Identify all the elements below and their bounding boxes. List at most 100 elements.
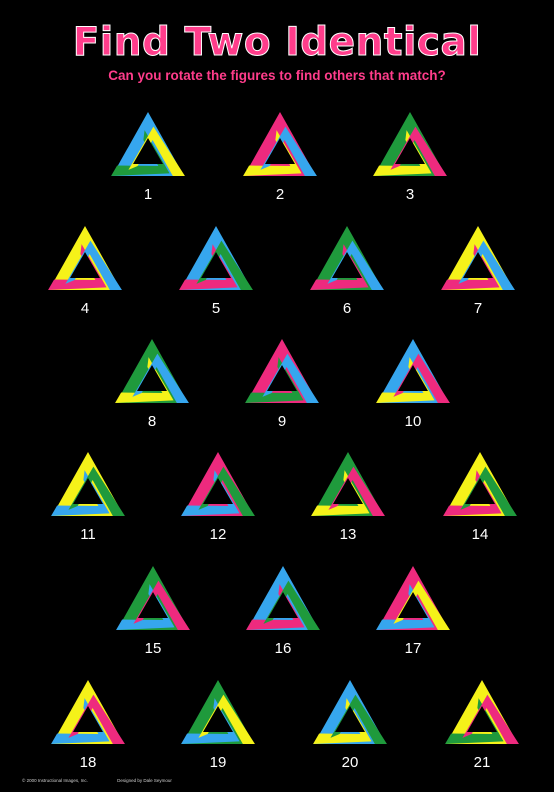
impossible-triangle-icon — [246, 566, 320, 630]
triangle-face — [181, 470, 240, 516]
page-title: Find Two Identical — [72, 20, 482, 66]
triangle-face — [393, 353, 450, 403]
triangle-face — [330, 694, 387, 744]
triangle-face — [441, 244, 500, 290]
triangle-face — [133, 580, 190, 630]
figure-17: 17 — [373, 562, 453, 666]
triangle-face — [310, 244, 369, 290]
figure-number: 15 — [144, 640, 162, 657]
triangle-face — [245, 357, 304, 403]
figure-13: 13 — [308, 448, 388, 552]
triangle-face — [115, 357, 174, 403]
figure-1: 1 — [108, 108, 188, 212]
page-subtitle: Can you rotate the figures to find other… — [108, 68, 446, 83]
impossible-triangle-icon — [243, 112, 317, 176]
impossible-triangle-icon — [245, 339, 319, 403]
impossible-triangle-icon — [181, 452, 255, 516]
figure-number: 2 — [275, 186, 285, 203]
triangle-face — [376, 357, 435, 403]
figure-9: 9 — [242, 335, 322, 439]
figure-number: 3 — [405, 186, 415, 203]
triangle-face — [246, 584, 305, 630]
figure-number: 8 — [147, 413, 157, 430]
triangle-face — [68, 694, 125, 744]
triangle-face — [263, 580, 320, 630]
triangle-hole — [267, 365, 297, 391]
figure-number: 4 — [80, 300, 90, 317]
figure-12: 12 — [178, 448, 258, 552]
figure-number: 16 — [274, 640, 292, 657]
impossible-triangle-icon — [373, 112, 447, 176]
figure-5: 5 — [176, 222, 256, 326]
impossible-triangle-icon — [445, 680, 519, 744]
copyright-text: © 2000 Instructional Images, Inc. — [22, 778, 88, 783]
impossible-triangle-icon — [51, 680, 125, 744]
triangle-face — [462, 694, 519, 744]
designer-credit: Designed by Dale Seymour — [117, 778, 172, 783]
triangle-hole — [265, 138, 295, 164]
triangle-face — [311, 470, 370, 516]
triangle-hole — [268, 592, 298, 618]
triangle-hole — [73, 478, 103, 504]
triangle-face — [116, 584, 175, 630]
figure-10: 10 — [373, 335, 453, 439]
triangle-face — [198, 694, 255, 744]
triangle-face — [48, 244, 107, 290]
impossible-triangle-icon — [441, 226, 515, 290]
triangle-hole — [137, 365, 167, 391]
figure-number: 19 — [209, 754, 227, 771]
triangle-hole — [73, 706, 103, 732]
triangle-face — [51, 698, 110, 744]
triangle-face — [111, 130, 170, 176]
triangle-face — [196, 240, 253, 290]
figure-15: 15 — [113, 562, 193, 666]
triangle-face — [393, 580, 450, 630]
figure-number: 20 — [341, 754, 359, 771]
triangle-hole — [467, 706, 497, 732]
triangle-hole — [203, 706, 233, 732]
triangle-hole — [335, 706, 365, 732]
impossible-triangle-icon — [376, 566, 450, 630]
figure-6: 6 — [307, 222, 387, 326]
figure-3: 3 — [370, 108, 450, 212]
triangle-face — [243, 130, 302, 176]
figure-number: 9 — [277, 413, 287, 430]
triangle-face — [460, 466, 517, 516]
figure-number: 17 — [404, 640, 422, 657]
impossible-triangle-icon — [111, 112, 185, 176]
figure-19: 19 — [178, 676, 258, 780]
triangle-hole — [133, 138, 163, 164]
impossible-triangle-icon — [311, 452, 385, 516]
triangle-face — [51, 470, 110, 516]
figure-4: 4 — [45, 222, 125, 326]
figure-16: 16 — [243, 562, 323, 666]
figure-number: 14 — [471, 526, 489, 543]
figure-20: 20 — [310, 676, 390, 780]
impossible-triangle-icon — [116, 566, 190, 630]
impossible-triangle-icon — [376, 339, 450, 403]
figure-14: 14 — [440, 448, 520, 552]
triangle-hole — [398, 592, 428, 618]
figure-number: 21 — [473, 754, 491, 771]
triangle-face — [65, 240, 122, 290]
figure-21: 21 — [442, 676, 522, 780]
impossible-triangle-icon — [48, 226, 122, 290]
triangle-face — [313, 698, 372, 744]
figure-number: 12 — [209, 526, 227, 543]
impossible-triangle-icon — [443, 452, 517, 516]
triangle-face — [260, 126, 317, 176]
triangle-face — [376, 584, 435, 630]
triangle-face — [198, 466, 255, 516]
figure-number: 1 — [143, 186, 153, 203]
triangle-hole — [398, 365, 428, 391]
figure-number: 5 — [211, 300, 221, 317]
impossible-triangle-icon — [179, 226, 253, 290]
figure-number: 11 — [80, 526, 96, 543]
figure-8: 8 — [112, 335, 192, 439]
figure-7: 7 — [438, 222, 518, 326]
triangle-hole — [463, 252, 493, 278]
triangle-face — [68, 466, 125, 516]
triangle-face — [445, 698, 504, 744]
triangle-face — [132, 353, 189, 403]
